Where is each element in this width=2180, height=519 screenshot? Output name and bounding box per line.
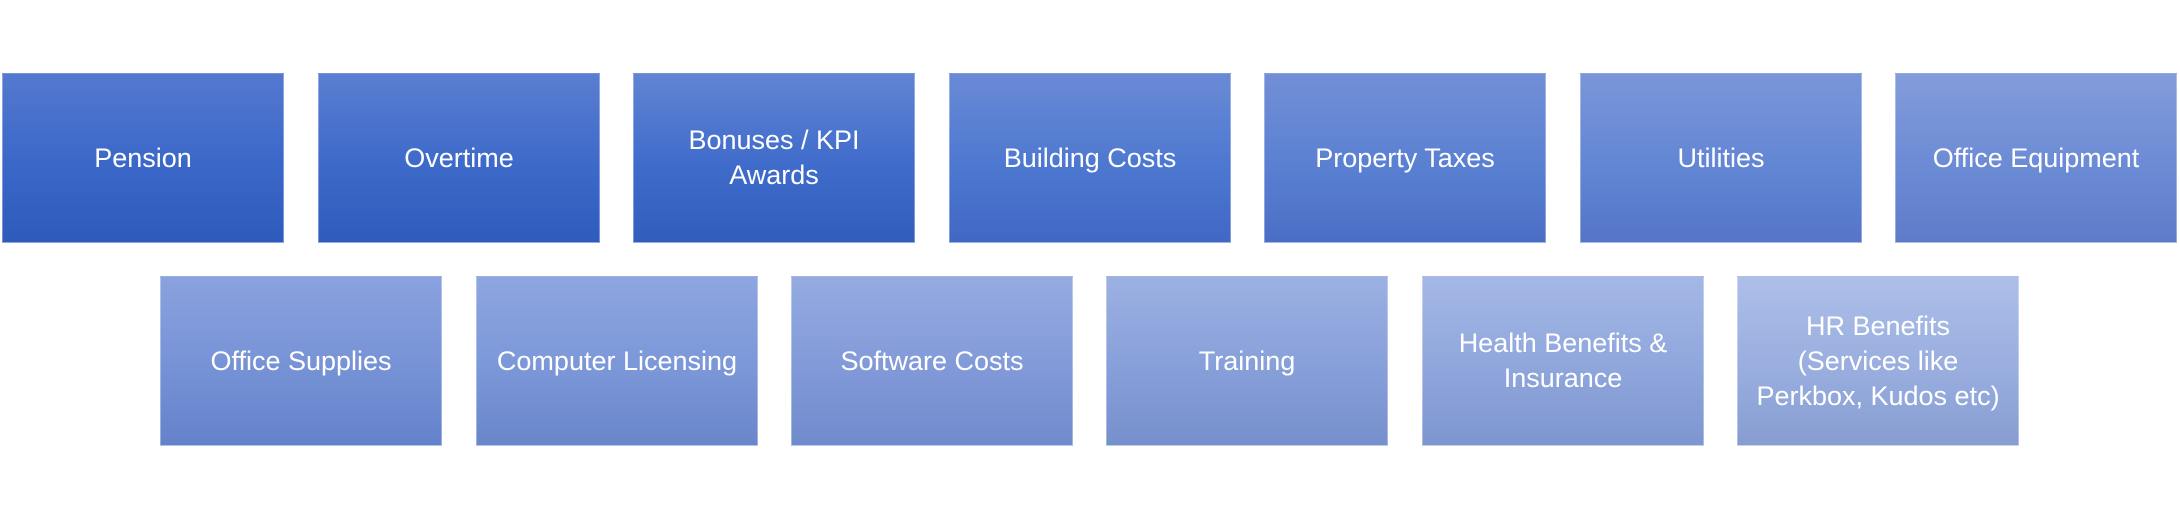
box-bonuses-kpi-awards: Bonuses / KPI Awards <box>633 73 915 243</box>
box-office-supplies: Office Supplies <box>160 276 442 446</box>
box-office-equipment: Office Equipment <box>1895 73 2177 243</box>
box-computer-licensing: Computer Licensing <box>476 276 758 446</box>
box-pension: Pension <box>2 73 284 243</box>
box-hr-benefits: HR Benefits (Services like Perkbox, Kudo… <box>1737 276 2019 446</box>
box-overtime: Overtime <box>318 73 600 243</box>
box-utilities: Utilities <box>1580 73 1862 243</box>
box-health-benefits-insurance: Health Benefits & Insurance <box>1422 276 1704 446</box>
box-property-taxes: Property Taxes <box>1264 73 1546 243</box>
box-training: Training <box>1106 276 1388 446</box>
box-building-costs: Building Costs <box>949 73 1231 243</box>
box-software-costs: Software Costs <box>791 276 1073 446</box>
